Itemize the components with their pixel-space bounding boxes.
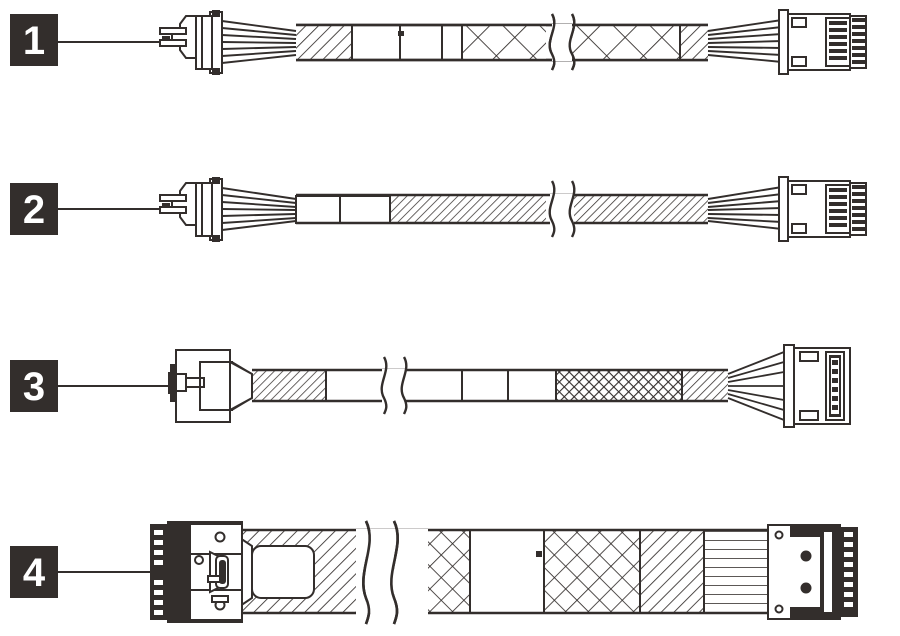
connector-3-right[interactable] — [783, 344, 851, 428]
callout-number-1: 1 — [23, 19, 45, 63]
callout-number-3: 3 — [23, 365, 45, 409]
cable-1-body — [221, 19, 783, 64]
connector-1-right[interactable] — [778, 9, 867, 75]
connector-1-left[interactable] — [159, 10, 223, 75]
callout-box-4 — [10, 546, 58, 598]
connector-2-left[interactable] — [159, 177, 223, 242]
cable-2-body — [221, 186, 783, 231]
callout-number-2: 2 — [23, 188, 45, 232]
connector-3-left[interactable] — [168, 349, 253, 423]
callout-label-4[interactable]: 4 — [10, 546, 160, 598]
connector-4-left[interactable] — [150, 521, 243, 623]
cable-assembly-2: 2 — [10, 176, 867, 242]
callout-box-1 — [10, 14, 58, 66]
callout-label-3[interactable]: 3 — [10, 360, 170, 412]
callout-label-1[interactable]: 1 — [10, 14, 166, 66]
callout-label-2[interactable]: 2 — [10, 183, 166, 235]
callout-box-3 — [10, 360, 58, 412]
connector-4-right[interactable] — [767, 524, 858, 620]
break-symbol-3 — [380, 356, 408, 415]
cable-assembly-1: 1 — [10, 9, 867, 75]
callout-number-4: 4 — [23, 551, 46, 595]
break-symbol-2 — [548, 180, 576, 238]
callout-box-2 — [10, 183, 58, 235]
cable-assembly-3: 3 — [10, 344, 851, 428]
connector-2-right[interactable] — [778, 176, 867, 242]
cable-assembly-4: 4 — [10, 520, 858, 625]
cable-4-body — [239, 528, 768, 615]
